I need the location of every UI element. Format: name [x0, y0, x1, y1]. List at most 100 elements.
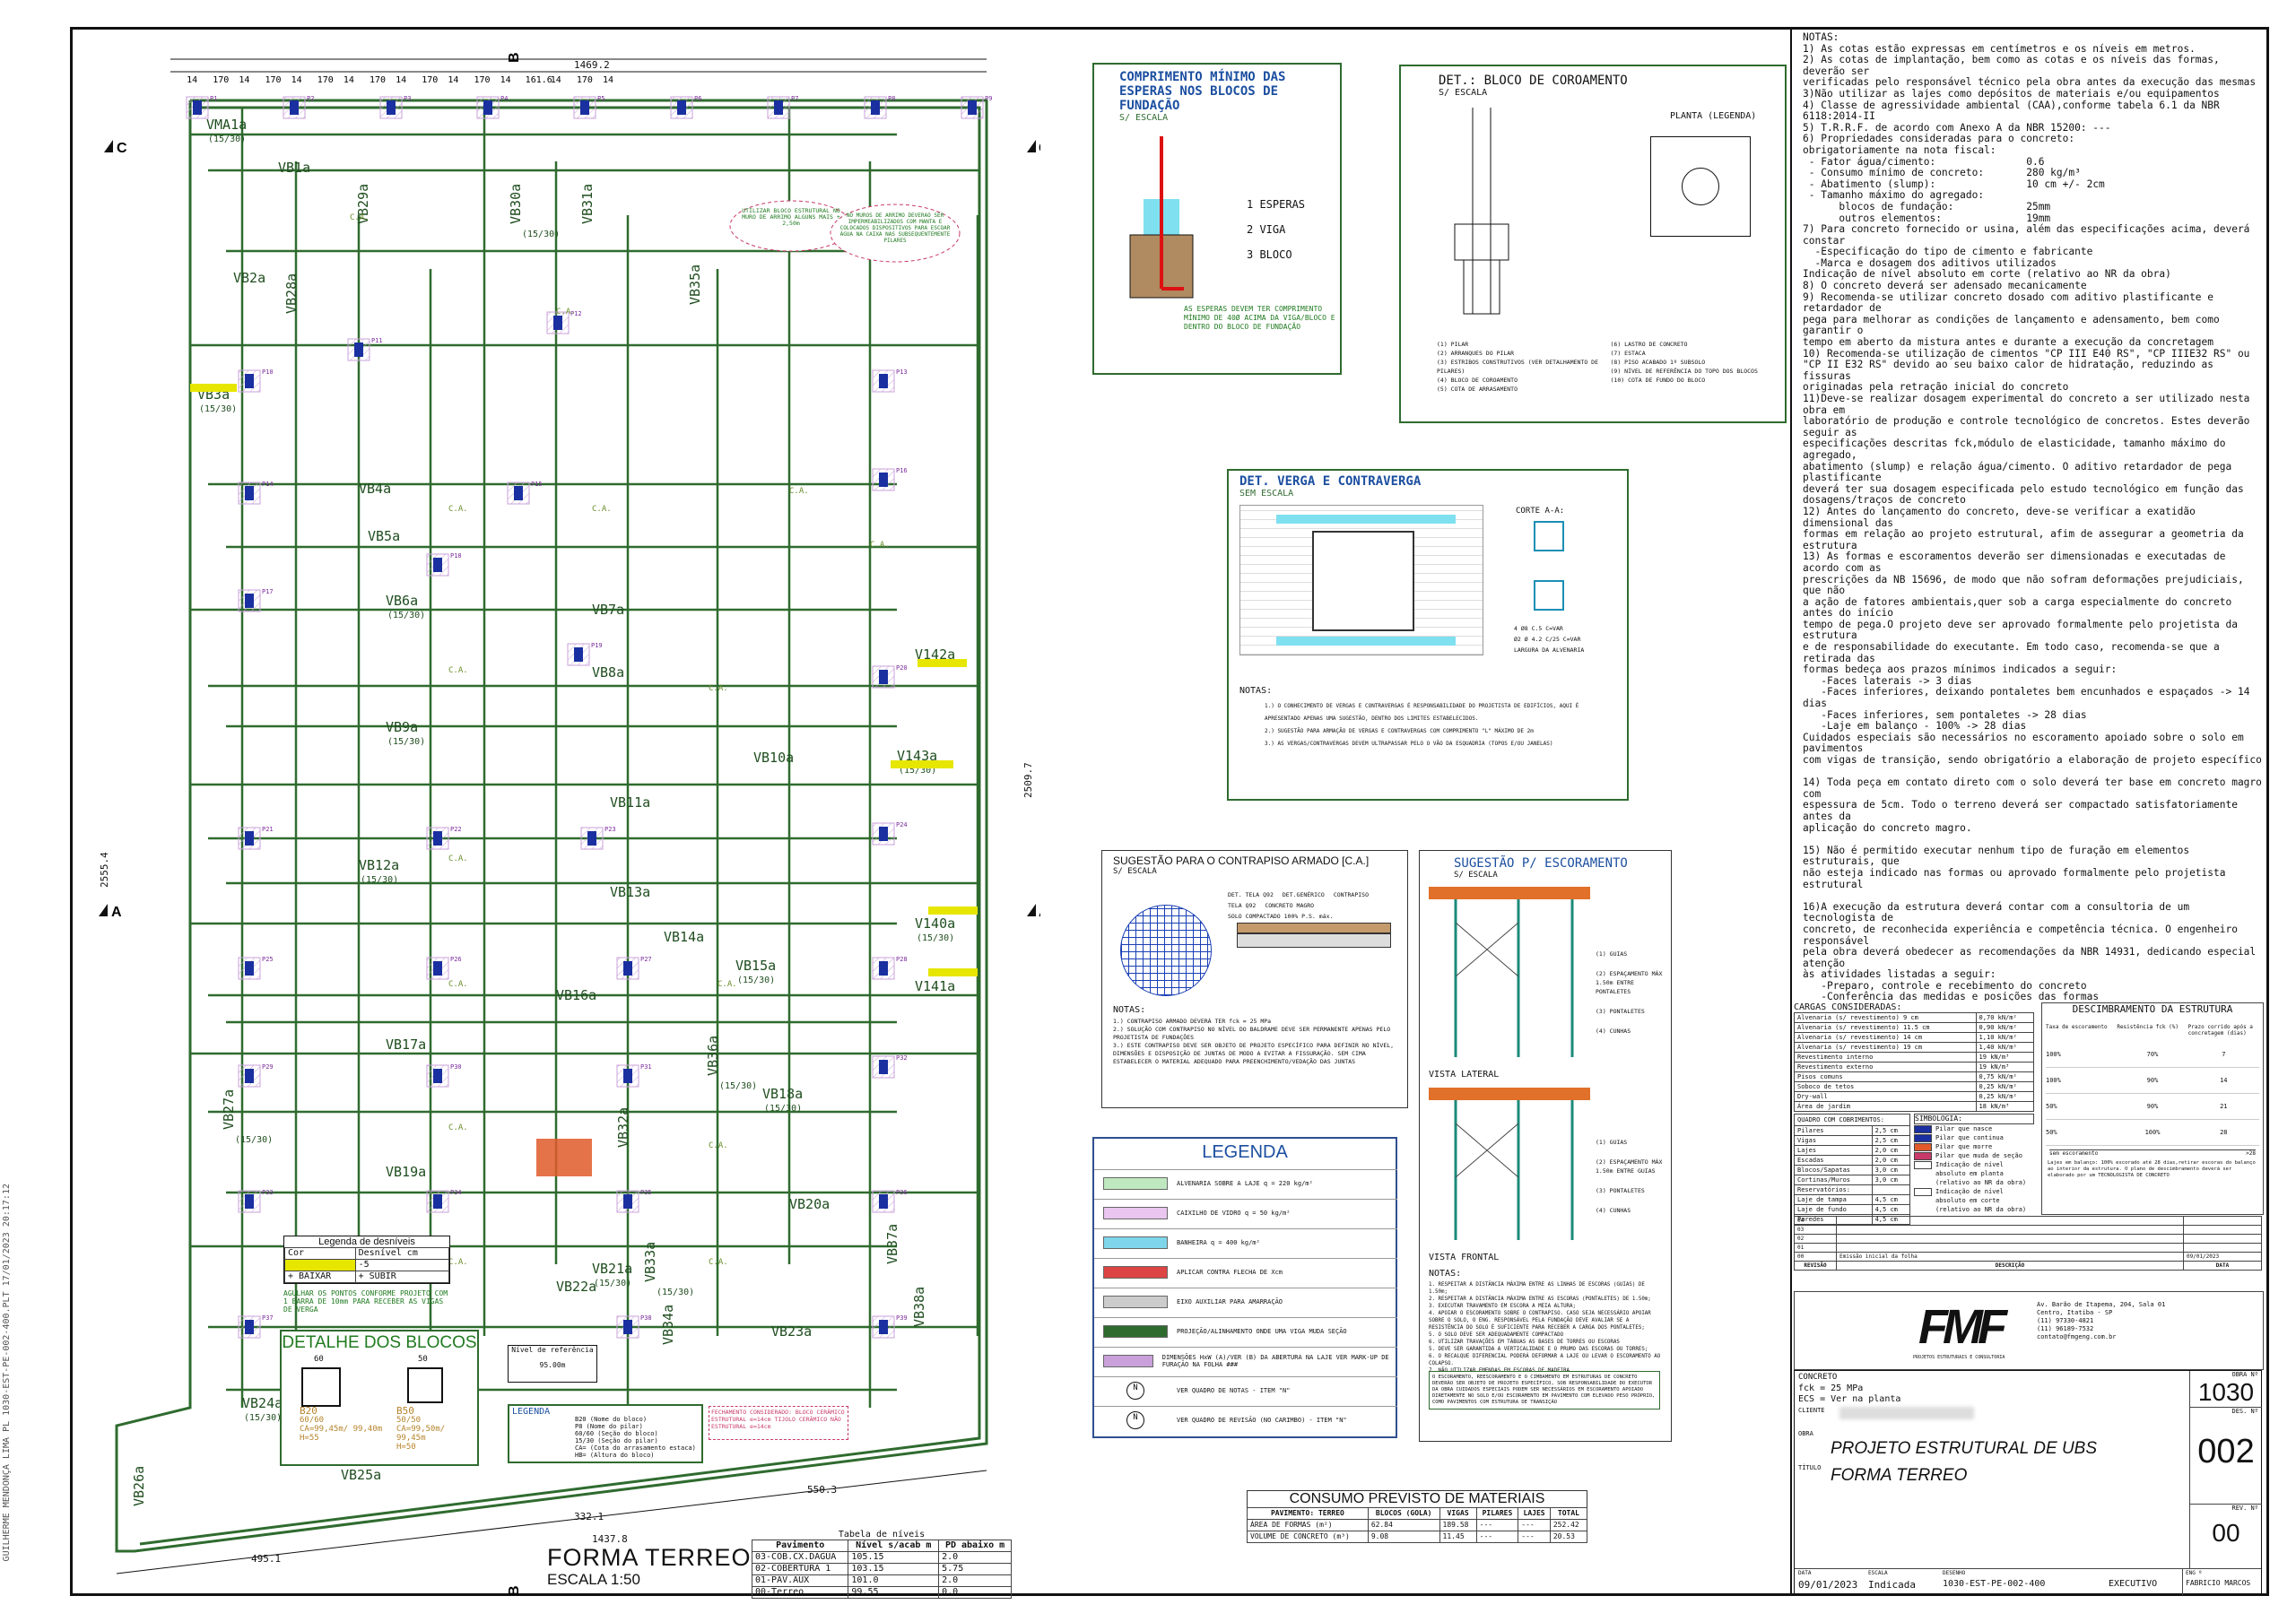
slab-label-9: C.A. — [718, 980, 737, 989]
brick-area — [536, 1139, 592, 1176]
pillar-P4[interactable]: P4 — [476, 95, 508, 119]
data-value: 09/01/2023 — [1798, 1579, 1858, 1591]
pillar-P20[interactable]: P20 — [872, 664, 908, 689]
pillar-P15[interactable]: P15 — [507, 481, 543, 505]
rev-label: REV. Nº — [2190, 1504, 2262, 1512]
coroamento-title: DET.: BLOCO DE COROAMENTO — [1439, 74, 1628, 88]
pillar-P1[interactable]: P1 — [186, 95, 217, 119]
legenda-symbol-2 — [1103, 1236, 1168, 1249]
top-dim-6: 14 — [344, 75, 354, 85]
escala-label: ESCALA — [1868, 1570, 1888, 1576]
pillar-P9[interactable]: P9 — [961, 95, 992, 119]
beam-label-V140a: V140a — [915, 915, 955, 932]
plot-stamp: GUILHERME MENDONÇA LIMA PL 1030-EST-PE-0… — [2, 1184, 12, 1562]
slab-label-6: C.A. — [709, 684, 728, 693]
pillar-P31[interactable]: P31 — [616, 1063, 652, 1088]
small-legend-item-5: HB= (Altura do bloco) — [575, 1452, 655, 1459]
pillar-P16[interactable]: P16 — [872, 467, 908, 491]
right-overall-dim: 2509.7 — [1022, 762, 1034, 798]
pillar-P8[interactable]: P8 — [864, 95, 895, 119]
pillar-P25[interactable]: P25 — [238, 956, 274, 980]
desc-cell-2-1: 90% — [2146, 1103, 2159, 1110]
data-label: DATA — [1798, 1570, 1812, 1576]
pillar-P19[interactable]: P19 — [567, 642, 603, 666]
verga-notes-title: NOTAS: — [1239, 686, 1273, 696]
coroamento-item-8: (8) PISO ACABADO 1º SUBSOLO — [1610, 359, 1706, 366]
beam-label-VB9a: VB9a — [386, 719, 418, 735]
pillar-P18[interactable]: P18 — [426, 552, 462, 577]
pillar-P13[interactable]: P13 — [872, 369, 908, 393]
niveis-h-1: Nível s/acab m — [848, 1540, 940, 1552]
pillar-label-14: P14 — [262, 481, 274, 488]
cargas-cell-9-1: 18 kN/m³ — [1975, 1101, 2035, 1112]
esc-note-5: 6. UTILIZAR TRAVAÇÕES EM TÁBUAS AS BASES… — [1429, 1340, 1620, 1345]
pillar-P36[interactable]: P36 — [872, 1189, 908, 1213]
pillar-P23[interactable]: P23 — [580, 826, 616, 850]
slab-label-10: C.A. — [448, 1123, 468, 1132]
desenho-value: 1030-EST-PE-002-400 — [1943, 1579, 2046, 1589]
pillar-P21[interactable]: P21 — [238, 826, 274, 850]
slab-label-4: C.A. — [789, 487, 809, 496]
esperas-scale: S/ ESCALA — [1119, 113, 1169, 123]
small-legend-items: B20 (Nome do bloco)P8 (Nome do pilar)60/… — [575, 1416, 699, 1459]
rev-d-1 — [1836, 1225, 2184, 1235]
notes-divider — [1790, 27, 1792, 1596]
pillar-P6[interactable]: P6 — [670, 95, 701, 119]
callout-arrimo-text: UTILIZAR BLOCO ESTRUTURAL NO MURO DE ARR… — [742, 208, 840, 227]
pillar-label-8: P8 — [888, 95, 895, 102]
desc-cell-3-2: 28 — [2220, 1129, 2228, 1136]
pillar-P30[interactable]: P30 — [426, 1063, 462, 1088]
contrapiso-note-2: 3.) ESTE CONTRAPISO DEVE SER OBJETO DE P… — [1113, 1042, 1395, 1065]
pillar-P28[interactable]: P28 — [872, 956, 908, 980]
pillar-P35[interactable]: P35 — [616, 1189, 652, 1213]
coroamento-item-9: (9) NÍVEL DE REFERÊNCIA DO TOPO DOS BLOC… — [1610, 368, 1758, 375]
pillar-P10[interactable]: P10 — [238, 369, 274, 393]
pillar-P11[interactable]: P11 — [347, 337, 383, 361]
descimbramento-note: Lajes em balanço: 100% escorado até 28 d… — [2048, 1160, 2256, 1178]
desnivel-baixar: + BAIXAR — [284, 1271, 356, 1283]
pillar-P5[interactable]: P5 — [573, 95, 604, 119]
callout-impermeabilizar[interactable]: NO MUROS DE ARRIMO DEVERÃO SER IMPERMEAB… — [830, 204, 961, 263]
tb-number-column: OBRA Nº 1030 DES. Nº 002 REV. Nº 00 — [2189, 1371, 2262, 1568]
pillar-P2[interactable]: P2 — [283, 95, 314, 119]
legenda-text-7: VER QUADRO DE NOTAS - ITEM "N" — [1177, 1387, 1291, 1394]
beam-label-VB13a: VB13a — [610, 884, 650, 900]
pillar-P33[interactable]: P33 — [238, 1189, 274, 1213]
pillar-P24[interactable]: P24 — [872, 821, 908, 846]
vista-lateral-label: VISTA LATERAL — [1429, 1070, 1500, 1080]
pillar-P27[interactable]: P27 — [616, 956, 652, 980]
legenda-title: LEGENDA — [1202, 1142, 1288, 1162]
beam-label-VB19a: VB19a — [386, 1164, 426, 1180]
pillar-P12[interactable]: P12 — [546, 310, 582, 334]
planta-legenda-label: PLANTA (LEGENDA) — [1670, 111, 1757, 121]
pillar-P34[interactable]: P34 — [426, 1189, 462, 1213]
pillar-P14[interactable]: P14 — [238, 481, 274, 505]
rev-d-0 — [1836, 1216, 2184, 1226]
pillar-P29[interactable]: P29 — [238, 1063, 274, 1088]
pillar-P32[interactable]: P32 — [872, 1054, 908, 1079]
pillar-P7[interactable]: P7 — [767, 95, 798, 119]
consumo-cell-0-5: 252.42 — [1549, 1519, 1588, 1531]
top-dim-1: 170 — [213, 75, 229, 85]
contrapiso-scale: S/ ESCALA — [1113, 867, 1157, 876]
pillar-P37[interactable]: P37 — [238, 1314, 274, 1339]
bottom-dim-3: 550.3 — [807, 1484, 837, 1496]
pillar-P26[interactable]: P26 — [426, 956, 462, 980]
pillar-P3[interactable]: P3 — [379, 95, 411, 119]
esperas-note: AS ESPERAS DEVEM TER COMPRIMENTO MÍNIMO … — [1184, 305, 1335, 331]
ref-level-box: Nível de referência 95.00m — [508, 1345, 597, 1383]
revision-row: 01 — [1794, 1243, 2262, 1253]
pillar-P22[interactable]: P22 — [426, 826, 462, 850]
pillar-P38[interactable]: P38 — [616, 1314, 652, 1339]
consumo-h-3: PILARES — [1475, 1507, 1519, 1520]
pillar-P17[interactable]: P17 — [238, 588, 274, 612]
tb-divider — [1795, 1568, 2261, 1569]
pillar-P39[interactable]: P39 — [872, 1314, 908, 1339]
top-dimension-line: 1469.2 — [170, 58, 987, 73]
simbologia-text-1: Pilar que continua — [1935, 1134, 2004, 1141]
